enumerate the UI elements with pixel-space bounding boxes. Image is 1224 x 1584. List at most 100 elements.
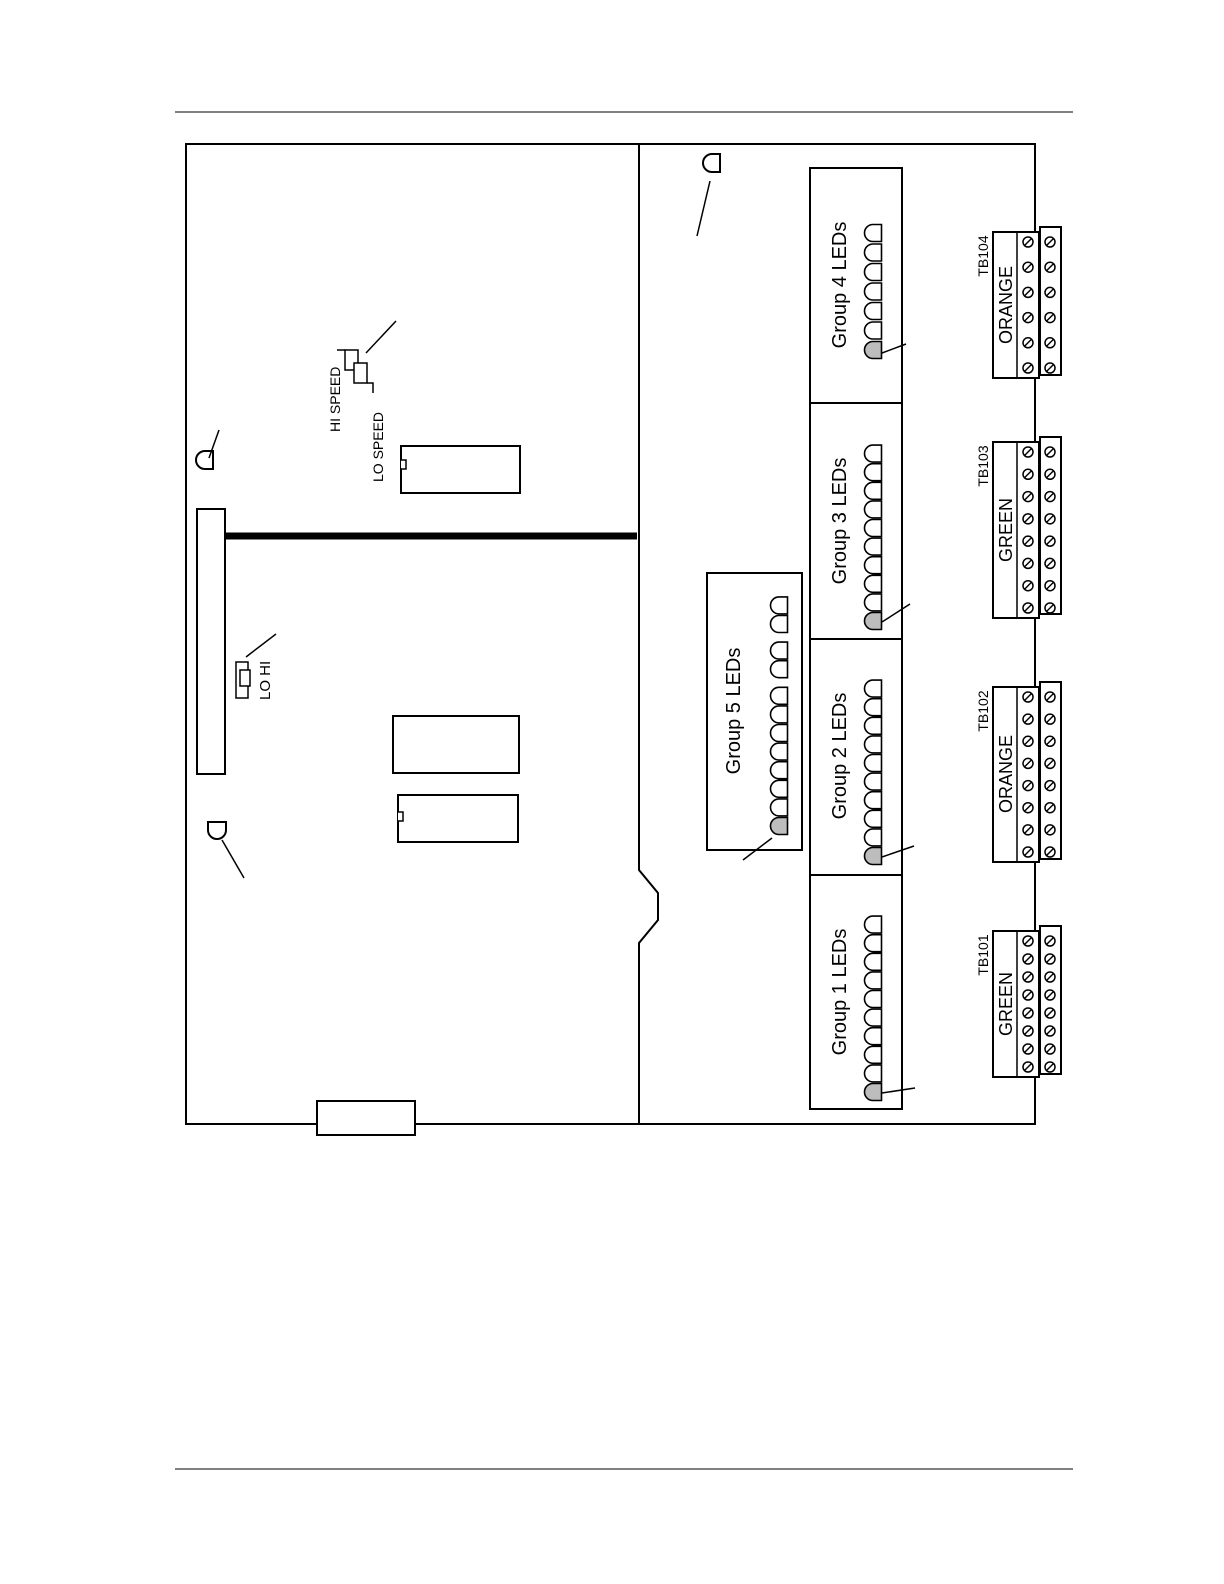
tb102-screw-2 — [1023, 825, 1033, 835]
mounting-hole-top-right — [697, 154, 720, 236]
led-4-4 — [865, 283, 882, 300]
mounting-hole-bottom-left — [208, 822, 244, 878]
led-1-7 — [865, 972, 882, 989]
tb101-screw-1 — [1023, 1062, 1033, 1072]
led-3-7 — [865, 501, 882, 518]
terminal-block-tb104: TB104 ORANGE — [975, 227, 1061, 378]
tb103-plug-screw-3 — [1045, 558, 1055, 568]
tb102-plug-screw-3 — [1045, 803, 1055, 813]
mounting-hole-top-left — [196, 430, 219, 469]
lo-hi-label: LO HI — [257, 661, 274, 700]
led-group-4-box — [810, 168, 902, 403]
tb101-screw-2 — [1023, 1044, 1033, 1054]
hi-speed-label: HI SPEED — [327, 367, 343, 432]
tb104-plug-screw-1 — [1045, 363, 1055, 373]
led-1-8 — [865, 953, 882, 970]
led-group-4: Group 4 LEDs — [810, 168, 906, 403]
led-2-2 — [865, 829, 882, 846]
tb101-plug-screw-6 — [1045, 972, 1055, 982]
tb102-screw-3 — [1023, 803, 1033, 813]
led-5-4 — [771, 762, 788, 779]
tb103-plug-screw-2 — [1045, 581, 1055, 591]
tb101-screw-8 — [1023, 936, 1033, 946]
led-group-5-label: Group 5 LEDs — [723, 648, 745, 775]
tb101-plug-screw-5 — [1045, 990, 1055, 1000]
tb103-screw-7 — [1023, 469, 1033, 479]
led-2-1 — [865, 848, 882, 865]
tb103-id-label: TB103 — [975, 445, 991, 486]
tb104-plug-screw-5 — [1045, 262, 1055, 272]
edge-connector — [197, 509, 225, 774]
led-group-4-label: Group 4 LEDs — [829, 222, 851, 349]
led-3-5 — [864, 538, 881, 555]
tb101-color-label: GREEN — [996, 972, 1016, 1036]
tb104-plug-screw-4 — [1045, 287, 1055, 297]
led-4-3 — [865, 303, 882, 320]
tb104-screw-6 — [1023, 237, 1033, 247]
led-5-9 — [771, 661, 788, 678]
tb103-plug-screw-1 — [1045, 603, 1055, 613]
tb103-color-label: GREEN — [996, 498, 1016, 562]
tb103-plug-screw-4 — [1045, 536, 1055, 546]
tb104-plug — [1040, 227, 1061, 375]
tb101-plug-screw-1 — [1045, 1062, 1055, 1072]
led-2-7 — [865, 736, 882, 753]
tb103-screw-5 — [1023, 514, 1033, 524]
led-1-9 — [865, 935, 882, 952]
led-1-2 — [865, 1065, 882, 1082]
tb101-screw-4 — [1023, 1008, 1033, 1018]
tb104-screw-4 — [1023, 287, 1033, 297]
terminal-block-tb102: TB102 ORANGE — [975, 682, 1061, 862]
tb104-color-label: ORANGE — [996, 266, 1016, 344]
led-group-5: Group 5 LEDs — [707, 573, 802, 860]
chip-bottom — [398, 795, 518, 842]
tb102-plug-screw-8 — [1045, 692, 1055, 702]
board-divider — [639, 144, 658, 1124]
tb101-screw-7 — [1023, 954, 1033, 964]
board-outline — [186, 144, 1035, 1124]
led-5-3 — [771, 780, 788, 797]
led-3-3 — [865, 575, 882, 592]
led-3-10 — [865, 445, 882, 462]
led-group-2: Group 2 LEDs — [810, 639, 914, 875]
led-5-6 — [771, 725, 788, 742]
tb102-plug-screw-6 — [1045, 736, 1055, 746]
tb101-plug-screw-4 — [1045, 1008, 1055, 1018]
led-5-5 — [771, 743, 788, 760]
led-group-2-label: Group 2 LEDs — [829, 693, 851, 820]
tb101-screw-3 — [1023, 1026, 1033, 1036]
led-5-11 — [771, 616, 788, 633]
tb102-plug-screw-2 — [1045, 825, 1055, 835]
bottom-connector — [317, 1101, 415, 1135]
led-3-8 — [865, 482, 882, 499]
tb101-id-label: TB101 — [975, 934, 991, 975]
tb103-screw-3 — [1023, 558, 1033, 568]
tb102-screw-5 — [1023, 758, 1033, 768]
tb102-plug-screw-1 — [1045, 847, 1055, 857]
led-4-2 — [865, 322, 882, 339]
led-group-2-box — [810, 639, 902, 875]
tb101-screw-5 — [1023, 990, 1033, 1000]
tb104-plug-screw-3 — [1045, 313, 1055, 323]
tb103-screw-8 — [1023, 447, 1033, 457]
led-group-1-label: Group 1 LEDs — [829, 929, 851, 1056]
led-3-1 — [865, 613, 882, 630]
tb103-plug-screw-6 — [1045, 492, 1055, 502]
tb102-screw-4 — [1023, 781, 1033, 791]
led-5-8 — [771, 687, 788, 704]
led-1-1 — [865, 1084, 882, 1101]
lo-speed-label: LO SPEED — [370, 412, 386, 482]
tb104-screw-5 — [1023, 262, 1033, 272]
led-2-5 — [865, 773, 882, 790]
led-1-4 — [865, 1028, 882, 1045]
terminal-block-tb103: TB103 GREEN — [975, 437, 1061, 618]
tb102-id-label: TB102 — [975, 690, 991, 731]
led-group-3: Group 3 LEDs — [810, 403, 910, 639]
led-4-7 — [865, 225, 882, 242]
tb102-color-label: ORANGE — [996, 735, 1016, 813]
led-1-10 — [865, 916, 882, 933]
tb102-screw-6 — [1023, 736, 1033, 746]
tb103-plug-screw-8 — [1045, 447, 1055, 457]
tb103-screw-2 — [1023, 581, 1033, 591]
tb102-screw-1 — [1023, 847, 1033, 857]
